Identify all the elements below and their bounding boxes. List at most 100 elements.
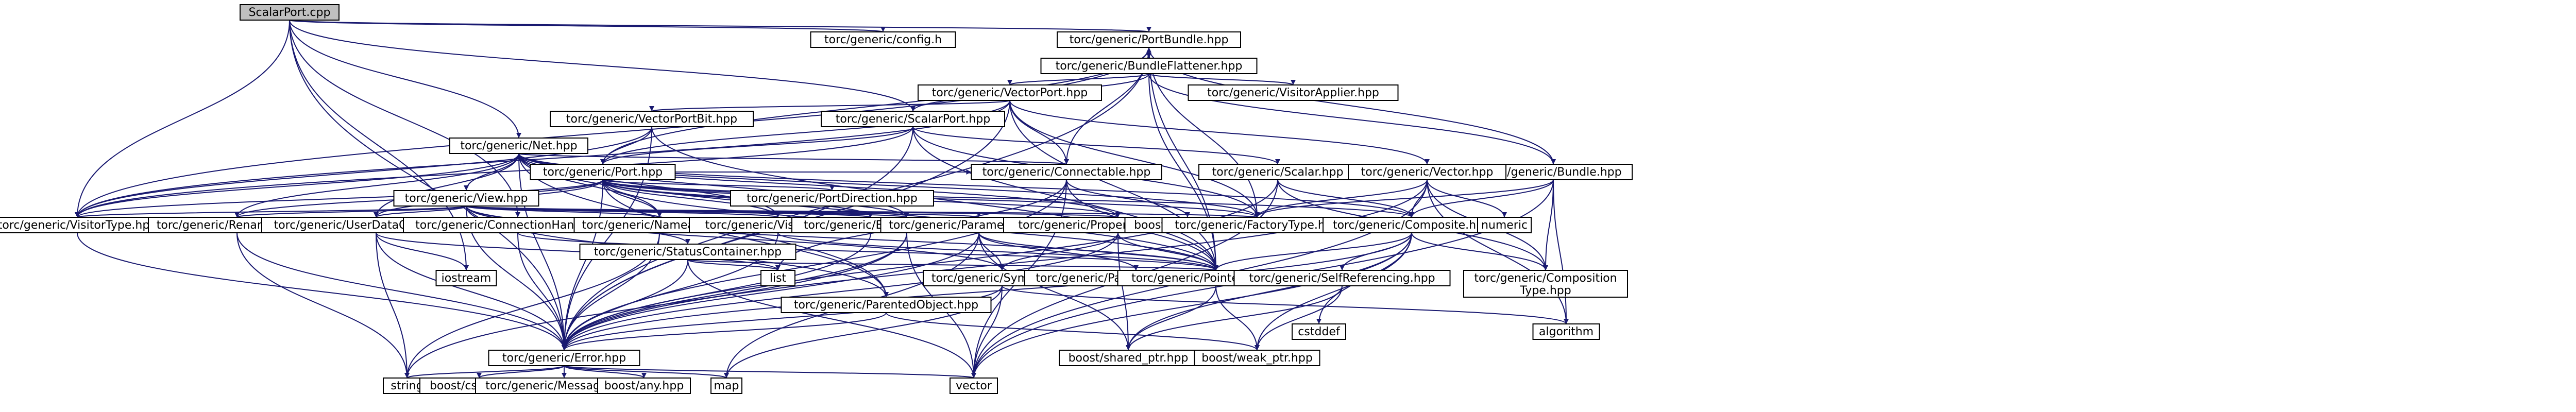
node-box (918, 84, 1102, 101)
node-label-line: vector (956, 380, 992, 392)
edge-port-to-portdirection (602, 179, 835, 191)
node-label-line: ScalarPort.cpp (249, 6, 331, 19)
node-vectorportbit[interactable]: torc/generic/VectorPortBit.hpp (550, 111, 754, 127)
node-box (730, 190, 934, 207)
node-label: torc/generic/SelfReferencing.hpp (1249, 272, 1435, 285)
node-box (550, 111, 754, 127)
node-box (1348, 164, 1506, 180)
edge-propertycontainer-to-sharedptr (1117, 232, 1131, 351)
node-box (821, 111, 1005, 127)
edge-bundle-to-composite (1409, 179, 1554, 218)
node-label-line: string (391, 380, 423, 392)
node-config[interactable]: torc/generic/config.h (810, 31, 956, 48)
node-factorytype[interactable]: torc/generic/FactoryType.hpp (1161, 217, 1353, 233)
edge-view-to-renamable (234, 205, 467, 218)
node-bundleflattener[interactable]: torc/generic/BundleFlattener.hpp (1040, 58, 1258, 74)
edge-vectorport-to-vectorportbit (649, 100, 1010, 112)
edge-vectorport-to-vector (1009, 100, 1430, 165)
edge-propertycontainer-to-symtab (999, 232, 1118, 271)
edge-portbundle-to-factorytype (1148, 47, 1260, 218)
node-label-line: map (714, 380, 739, 392)
node-scalarport-cpp[interactable]: ScalarPort.cpp (240, 4, 340, 21)
node-scalar[interactable]: torc/generic/Scalar.hpp (1198, 164, 1357, 180)
edge-extern-to-error (562, 232, 871, 351)
node-parentedobject[interactable]: torc/generic/ParentedObject.hpp (781, 297, 992, 313)
node-iostream: iostream (435, 270, 497, 286)
node-box (393, 190, 539, 207)
node-view[interactable]: torc/generic/View.hpp (393, 190, 539, 207)
edge-renamable-to-string (236, 232, 410, 379)
edge-composite-to-sharedptr (1126, 232, 1412, 351)
node-label-line: torc/generic/PortBundle.hpp (1070, 33, 1229, 46)
node-scalarport[interactable]: torc/generic/ScalarPort.hpp (821, 111, 1005, 127)
edge-composite-to-vector (971, 232, 1412, 379)
node-label-line: boost/any.hpp (604, 380, 684, 392)
node-algorithm: algorithm (1532, 323, 1600, 340)
node-composite[interactable]: torc/generic/Composite.hpp (1323, 217, 1501, 233)
node-vectorport[interactable]: torc/generic/VectorPort.hpp (918, 84, 1102, 101)
node-visitorapplier[interactable]: torc/generic/VisitorApplier.hpp (1188, 84, 1399, 101)
edge-pointertypes-to-sharedptr (1126, 285, 1216, 351)
edge-commentable-to-string (404, 232, 907, 379)
node-vector[interactable]: torc/generic/Vector.hpp (1348, 164, 1506, 180)
node-box (971, 164, 1162, 180)
node-label-line: torc/generic/Bundle.hpp (1485, 166, 1621, 179)
node-selfreferencing[interactable]: torc/generic/SelfReferencing.hpp (1233, 270, 1451, 286)
edge-scalarportcpp-to-portbundle (289, 20, 1151, 32)
node-label-line: torc/generic/Vector.hpp (1361, 166, 1494, 179)
node-statuscontainer[interactable]: torc/generic/StatusContainer.hpp (579, 244, 796, 260)
node-label-line: boost/shared_ptr.hpp (1069, 352, 1189, 365)
edge-view-to-nameable (466, 205, 662, 218)
edge-selfreferencing-to-sharedptr (1126, 285, 1343, 351)
node-label: torc/generic/config.h (824, 33, 942, 46)
node-cstddef: cstddef (1292, 323, 1346, 340)
node-label: torc/generic/Error.hpp (502, 352, 626, 365)
node-any: boost/any.hpp (597, 377, 691, 394)
node-label: torc/generic/VectorPort.hpp (932, 87, 1088, 99)
edge-commentable-to-error (562, 232, 907, 351)
edge-statuscontainer-to-list (687, 259, 781, 271)
node-portbundle[interactable]: torc/generic/PortBundle.hpp (1057, 31, 1241, 48)
node-box (810, 31, 956, 48)
node-label: torc/generic/BundleFlattener.hpp (1056, 60, 1243, 73)
edge-selfreferencing-to-weakptr (1255, 285, 1343, 351)
node-label-line: torc/generic/ParentedObject.hpp (794, 299, 978, 312)
node-label: algorithm (1539, 325, 1594, 338)
edge-error-to-cstdint (477, 365, 565, 379)
node-label: torc/generic/View.hpp (405, 192, 528, 205)
edge-symtab-to-algorithm (1002, 285, 1569, 324)
node-box (435, 270, 497, 286)
node-box (449, 138, 588, 154)
node-label-line: iostream (442, 272, 492, 285)
node-weak-ptr: boost/weak_ptr.hpp (1194, 350, 1320, 366)
node-label: torc/generic/Scalar.hpp (1212, 166, 1344, 179)
node-label-line: torc/generic/Composite.hpp (1333, 219, 1490, 232)
node-port[interactable]: torc/generic/Port.hpp (530, 164, 676, 180)
node-label-line: torc/generic/VisitorApplier.hpp (1207, 87, 1379, 99)
edge-propertycontainer-to-error (562, 232, 1118, 351)
node-portdirection[interactable]: torc/generic/PortDirection.hpp (730, 190, 934, 207)
node-error[interactable]: torc/generic/Error.hpp (488, 350, 640, 366)
edge-bundleflattener-to-bundle (1148, 73, 1556, 165)
node-label: torc/generic/Bundle.hpp (1485, 166, 1621, 179)
edge-vectorportbit-to-visitortype (75, 126, 652, 218)
edge-net-to-userdatacontainer (374, 153, 519, 218)
node-label-line: torc/generic/BundleFlattener.hpp (1056, 60, 1243, 73)
node-label: map (714, 380, 739, 392)
edge-renamable-to-error (236, 232, 567, 351)
node-box (1198, 164, 1357, 180)
node-connectable[interactable]: torc/generic/Connectable.hpp (971, 164, 1162, 180)
edge-parentedobject-to-error (562, 312, 887, 351)
edge-port-to-composite (602, 179, 1414, 218)
edge-connectionhandler-to-error (517, 232, 567, 351)
edge-composite-to-weakptr (1255, 232, 1412, 351)
node-visitortype[interactable]: torc/generic/VisitorType.hpp (0, 217, 173, 233)
node-label-line: torc/generic/VectorPortBit.hpp (566, 113, 737, 126)
edge-vectorportbit-to-port (600, 126, 652, 165)
node-box (1161, 217, 1353, 233)
node-net[interactable]: torc/generic/Net.hpp (449, 138, 588, 154)
node-label-line: torc/generic/SelfReferencing.hpp (1249, 272, 1435, 285)
edge-net-to-renamable (234, 153, 519, 218)
node-label: ScalarPort.cpp (249, 6, 331, 19)
